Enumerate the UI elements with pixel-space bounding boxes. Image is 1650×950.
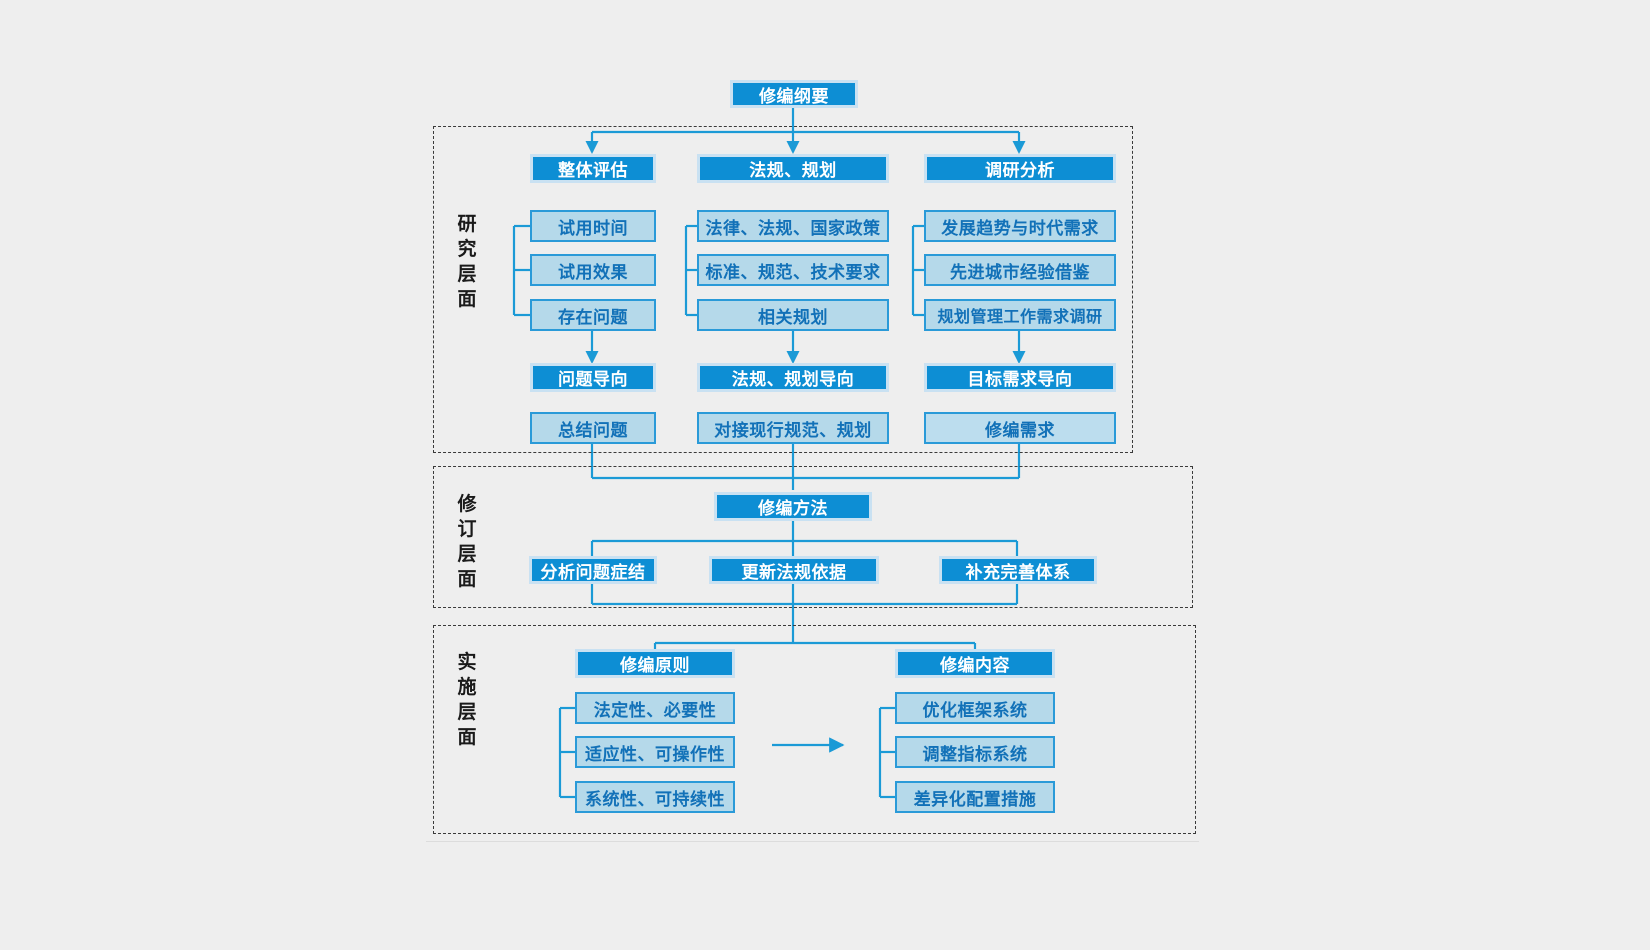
layer-label-revision-c0: 修 (457, 493, 477, 515)
node-research-col2-header[interactable]: 调研分析 (924, 154, 1116, 183)
node-research-col0-orientation[interactable]: 问题导向 (530, 363, 656, 392)
layer-label-implementation-c2: 层 (457, 701, 477, 723)
node-implementation-group1-item1[interactable]: 调整指标系统 (895, 736, 1055, 768)
frame-research-layer (433, 126, 1133, 453)
layer-label-research-c0: 研 (457, 213, 477, 235)
layer-label-implementation-c3: 面 (457, 726, 477, 748)
layer-label-implementation-c1: 施 (457, 676, 477, 698)
layer-label-revision-c2: 层 (457, 543, 477, 565)
layer-label-revision: 修 订 层 面 (452, 492, 482, 592)
node-root-title[interactable]: 修编纲要 (730, 80, 858, 108)
layer-label-research-c2: 层 (457, 263, 477, 285)
node-research-col1-header[interactable]: 法规、规划 (697, 154, 889, 183)
node-research-col0-item0[interactable]: 试用时间 (530, 210, 656, 242)
node-revision-item1[interactable]: 更新法规依据 (709, 556, 879, 584)
layer-label-research-c1: 究 (457, 238, 477, 260)
layer-label-implementation-c0: 实 (457, 651, 477, 673)
node-implementation-group0-item0[interactable]: 法定性、必要性 (575, 692, 735, 724)
node-research-col1-outcome[interactable]: 对接现行规范、规划 (697, 412, 889, 444)
node-research-col1-orientation[interactable]: 法规、规划导向 (697, 363, 889, 392)
layer-label-implementation: 实 施 层 面 (452, 650, 482, 750)
node-research-col2-orientation[interactable]: 目标需求导向 (924, 363, 1116, 392)
node-implementation-group1-item2[interactable]: 差异化配置措施 (895, 781, 1055, 813)
node-revision-item2[interactable]: 补充完善体系 (939, 556, 1097, 584)
node-research-col0-item2[interactable]: 存在问题 (530, 299, 656, 331)
layer-label-revision-c3: 面 (457, 568, 477, 590)
node-research-col2-item1[interactable]: 先进城市经验借鉴 (924, 254, 1116, 286)
frame-implementation-layer (433, 625, 1196, 834)
baseline-rule (426, 841, 1199, 842)
node-implementation-group0-header[interactable]: 修编原则 (575, 649, 735, 678)
frame-revision-layer (433, 466, 1193, 608)
node-research-col1-item1[interactable]: 标准、规范、技术要求 (697, 254, 889, 286)
node-revision-item0[interactable]: 分析问题症结 (529, 556, 657, 584)
node-research-col2-item2[interactable]: 规划管理工作需求调研 (924, 299, 1116, 331)
node-research-col0-header[interactable]: 整体评估 (530, 154, 656, 183)
node-research-col2-outcome[interactable]: 修编需求 (924, 412, 1116, 444)
layer-label-research: 研 究 层 面 (452, 212, 482, 312)
layer-label-research-c3: 面 (457, 288, 477, 310)
node-research-col2-item0[interactable]: 发展趋势与时代需求 (924, 210, 1116, 242)
node-research-col1-item2[interactable]: 相关规划 (697, 299, 889, 331)
layer-label-revision-c1: 订 (457, 518, 477, 540)
node-research-col1-item0[interactable]: 法律、法规、国家政策 (697, 210, 889, 242)
node-implementation-group0-item2[interactable]: 系统性、可持续性 (575, 781, 735, 813)
node-research-col0-item1[interactable]: 试用效果 (530, 254, 656, 286)
node-implementation-group0-item1[interactable]: 适应性、可操作性 (575, 736, 735, 768)
node-implementation-group1-header[interactable]: 修编内容 (895, 649, 1055, 678)
node-research-col0-outcome[interactable]: 总结问题 (530, 412, 656, 444)
node-implementation-group1-item0[interactable]: 优化框架系统 (895, 692, 1055, 724)
node-revision-header[interactable]: 修编方法 (714, 492, 872, 521)
